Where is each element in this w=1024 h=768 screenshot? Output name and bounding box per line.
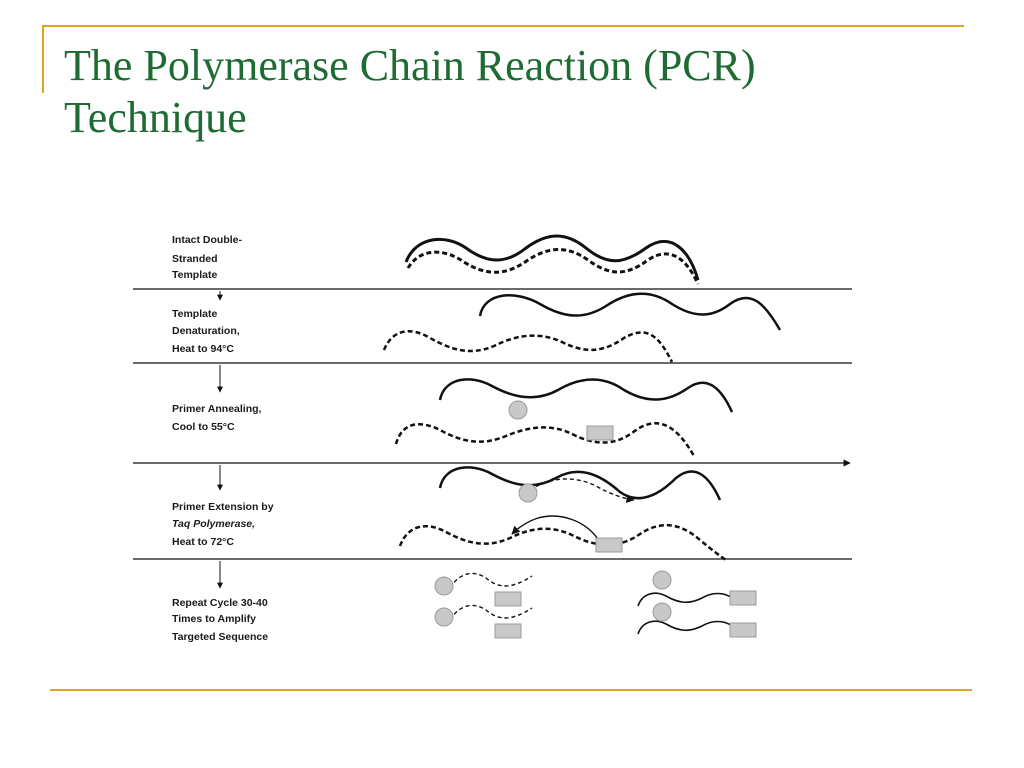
primer-rect [729,590,757,606]
step-label-5: Repeat Cycle 30-40 Times to Amplify Targ… [172,597,271,643]
primer-rect [595,537,623,553]
solid-strand [478,292,782,331]
title-accent-line [42,25,964,27]
primer-circle [652,602,672,622]
title-line-1: The Polymerase Chain Reaction (PCR) [64,41,756,90]
primer-rect [586,425,614,441]
title-accent-bar [42,25,44,93]
step4-extension [398,466,727,562]
solid-product [637,620,733,635]
primer-circle [434,576,454,596]
primer-circle [652,570,672,590]
step-label-4: Primer Extension by Taq Polymerase, Heat… [172,501,276,548]
step5-products-left [449,572,533,621]
step-label-1: Intact Double- Stranded Template [172,234,245,281]
extension-arrow-backward [511,515,601,543]
step3-annealing [394,378,734,457]
primer-circle [434,607,454,627]
primer-circle [508,400,528,420]
dashed-strand [398,524,727,562]
primer-rect [729,622,757,638]
dashed-product [449,604,533,621]
dashed-strand [394,422,696,457]
dashed-strand [406,248,700,285]
step-label-2: Template Denaturation, Heat to 94°C [172,308,243,355]
page-title: The Polymerase Chain Reaction (PCR) Tech… [64,40,964,144]
step-label-3: Primer Annealing, Cool to 55°C [172,403,264,433]
solid-strand [438,466,722,501]
solid-strand [438,378,734,413]
step2-denatured-strands [382,292,782,363]
dashed-product [449,572,533,589]
footer-accent-line [50,689,972,691]
title-line-2: Technique [64,93,247,142]
solid-strand [404,234,700,281]
dashed-strand [382,330,674,363]
solid-product [637,592,733,607]
primer-rect [494,623,522,639]
step5-products-right [637,592,733,635]
primer-circle [518,483,538,503]
extension-dashed-forward [529,478,635,503]
step1-double-strand [404,234,700,285]
primer-rect [494,591,522,607]
